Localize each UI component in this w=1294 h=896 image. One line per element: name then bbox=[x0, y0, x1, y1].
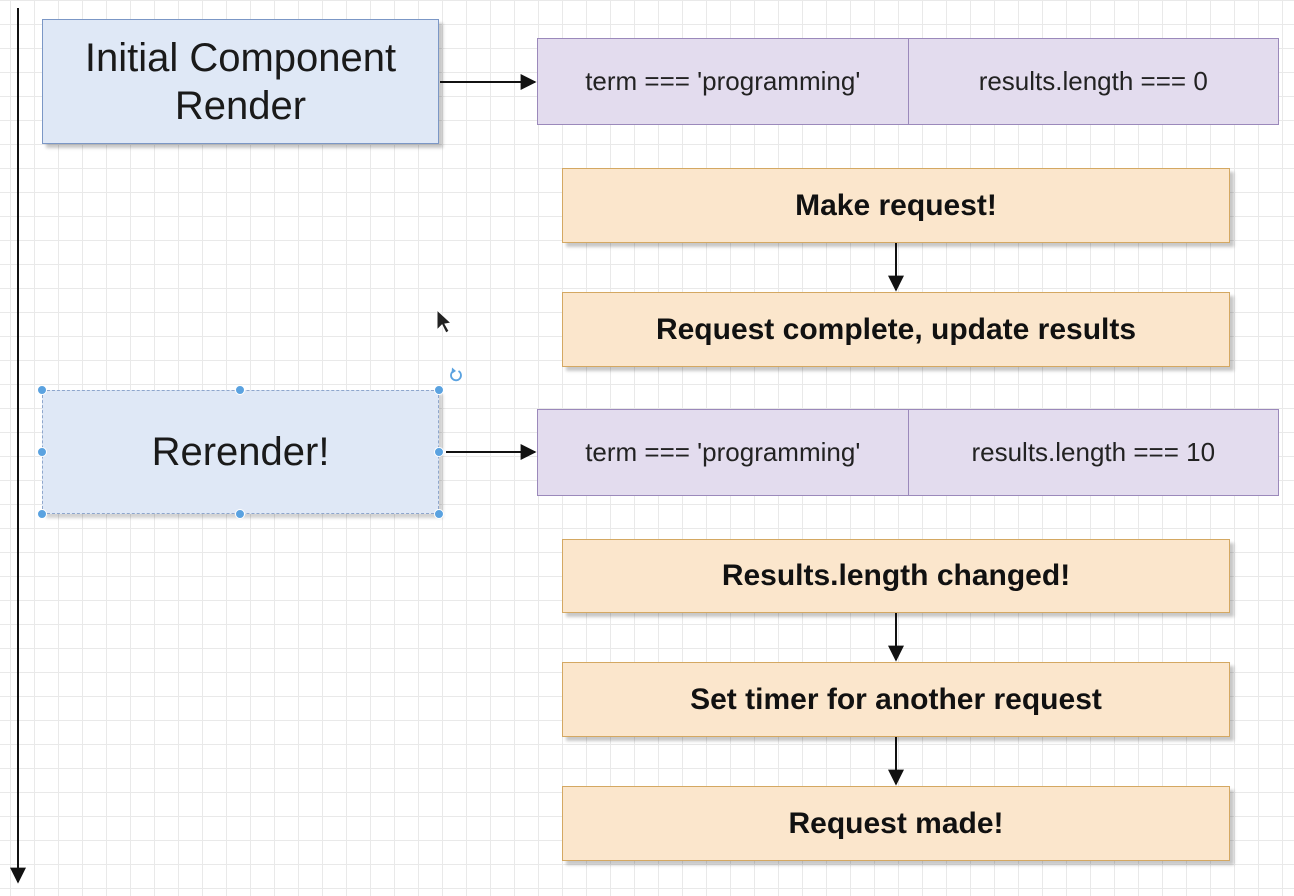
resize-handle-sw[interactable] bbox=[37, 509, 47, 519]
resize-handle-e[interactable] bbox=[434, 447, 444, 457]
rerender-box[interactable]: Rerender! bbox=[42, 390, 439, 514]
rotate-icon[interactable] bbox=[450, 367, 462, 382]
step-label: Results.length changed! bbox=[721, 559, 1071, 592]
resize-handle-ne[interactable] bbox=[434, 385, 444, 395]
step-make-request[interactable]: Make request! bbox=[562, 168, 1230, 243]
state-cell-results: results.length === 0 bbox=[907, 39, 1279, 124]
step-label: Make request! bbox=[795, 188, 997, 222]
state-cell-results: results.length === 10 bbox=[907, 410, 1279, 495]
state-term-text: term === 'programming' bbox=[585, 437, 861, 467]
state-term-text: term === 'programming' bbox=[585, 66, 861, 96]
initial-render-label: Initial Component Render bbox=[84, 35, 397, 128]
mouse-pointer-icon bbox=[436, 308, 453, 334]
state-row-initial[interactable]: term === 'programming' results.length ==… bbox=[537, 38, 1279, 125]
resize-handle-n[interactable] bbox=[235, 385, 245, 395]
initial-render-box[interactable]: Initial Component Render bbox=[42, 19, 439, 144]
step-results-length-changed[interactable]: Results.length changed! bbox=[562, 539, 1230, 613]
resize-handle-w[interactable] bbox=[37, 447, 47, 457]
step-request-made[interactable]: Request made! bbox=[562, 786, 1230, 861]
step-label: Set timer for another request bbox=[690, 682, 1102, 716]
resize-handle-se[interactable] bbox=[434, 509, 444, 519]
step-request-complete[interactable]: Request complete, update results bbox=[562, 292, 1230, 367]
step-label: Request complete, update results bbox=[655, 312, 1137, 346]
step-set-timer[interactable]: Set timer for another request bbox=[562, 662, 1230, 737]
resize-handle-nw[interactable] bbox=[37, 385, 47, 395]
rerender-label: Rerender! bbox=[151, 430, 330, 474]
state-cell-term: term === 'programming' bbox=[538, 39, 908, 124]
state-cell-term: term === 'programming' bbox=[538, 410, 908, 495]
state-results-text: results.length === 10 bbox=[971, 437, 1216, 467]
state-results-text: results.length === 0 bbox=[978, 66, 1208, 96]
resize-handle-s[interactable] bbox=[235, 509, 245, 519]
state-row-rerender[interactable]: term === 'programming' results.length ==… bbox=[537, 409, 1279, 496]
step-label: Request made! bbox=[788, 806, 1004, 840]
